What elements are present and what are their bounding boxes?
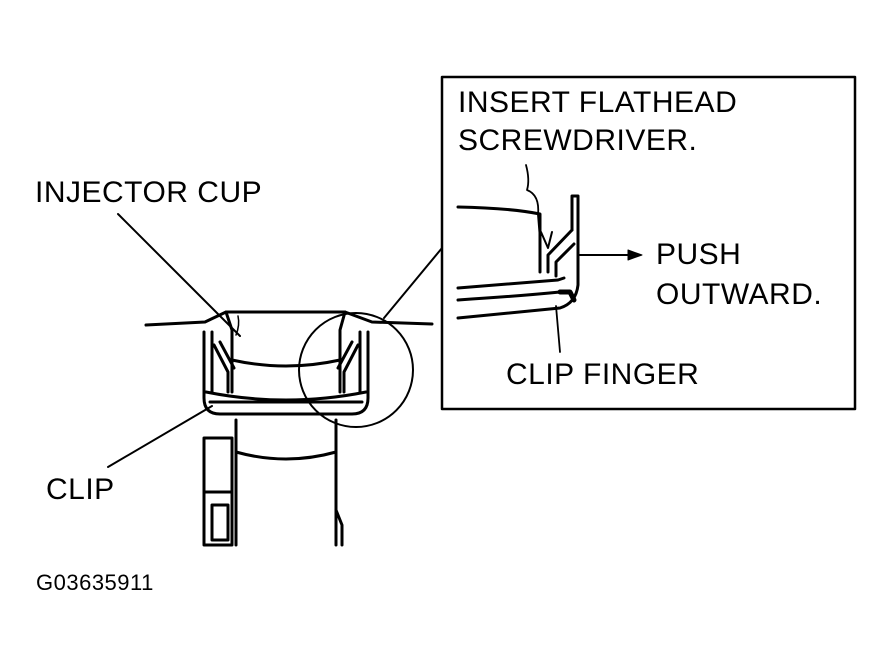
injector-body	[202, 418, 344, 547]
clip-finger-label: CLIP FINGER	[506, 358, 700, 391]
insert-screwdriver-label-line2: SCREWDRIVER.	[458, 124, 698, 157]
push-outward-label-line2: OUTWARD.	[656, 278, 823, 311]
figure-code: G03635911	[36, 570, 154, 595]
injector-cup-label: INJECTOR CUP	[35, 176, 263, 209]
injector-cup	[144, 310, 434, 394]
injector-cup-leader	[117, 213, 241, 337]
detail-drawing	[456, 164, 643, 353]
push-outward-label-line1: PUSH	[656, 238, 742, 271]
clip-shape	[202, 330, 370, 416]
clip-label: CLIP	[46, 473, 115, 506]
insert-screwdriver-label-line1: INSERT FLATHEAD	[458, 86, 738, 119]
detail-box	[440, 75, 857, 411]
detail-circle	[298, 312, 414, 428]
clip-leader	[107, 405, 213, 468]
